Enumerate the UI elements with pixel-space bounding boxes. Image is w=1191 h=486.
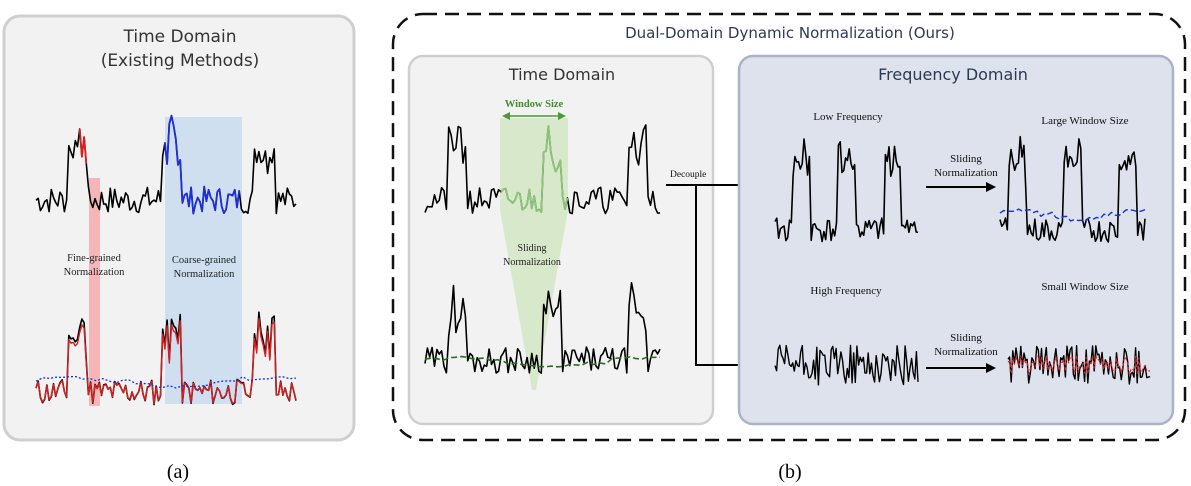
normalized-overlay	[35, 317, 297, 405]
freq-sliding-label-bottom-line1: Sliding	[950, 332, 982, 344]
low-frequency-signal	[774, 138, 919, 243]
large-window-trend	[999, 208, 1146, 222]
fine-grained-highlight	[89, 178, 100, 406]
low-frequency-waveform	[774, 138, 919, 243]
small-window-trend	[1007, 354, 1151, 376]
panel-b-dashed-frame	[391, 12, 1187, 442]
time-domain-normalized-signal	[424, 281, 661, 374]
large-window-waveform	[999, 135, 1146, 243]
low-frequency-label: Low Frequency	[813, 111, 883, 123]
freq-sliding-label-top-line2: Normalization	[934, 167, 998, 179]
time-sliding-label-line2: Normalization	[503, 257, 561, 268]
decouple-label: Decouple	[670, 170, 706, 180]
panel-b-title: Dual-Domain Dynamic Normalization (Ours)	[625, 24, 955, 42]
fine-segment	[78, 128, 88, 164]
large-window-signal	[999, 135, 1146, 243]
fine-grained-label-line1: Fine-grained	[67, 253, 121, 264]
frequency-domain-box	[737, 54, 1175, 426]
fine-grained-label-line2: Normalization	[64, 267, 125, 278]
large-window-label: Large Window Size	[1041, 115, 1128, 127]
high-frequency-waveform	[774, 344, 919, 386]
frequency-domain-title: Frequency Domain	[878, 65, 1028, 84]
coarse-segment	[164, 114, 241, 215]
high-frequency-label: High Frequency	[810, 285, 882, 297]
coarse-grained-label-line1: Coarse-grained	[172, 255, 237, 266]
panel-a-title-line1: Time Domain	[123, 27, 237, 47]
caption-a: (a)	[167, 461, 189, 483]
time-domain-title: Time Domain	[508, 65, 615, 84]
time-trend-line	[424, 355, 661, 368]
sliding-window-band	[500, 118, 568, 390]
time-sliding-label-line1: Sliding	[518, 243, 547, 254]
panel-a-raw-signal	[35, 114, 297, 215]
coarse-grained-label-line2: Normalization	[174, 269, 235, 280]
coarse-trend-line	[35, 375, 297, 389]
panel-a-title-line2: (Existing Methods)	[101, 51, 260, 71]
window-waveform	[500, 125, 569, 214]
small-window-signal	[1007, 345, 1151, 385]
panel-a-normalized-signal	[35, 311, 297, 406]
time-domain-raw-signal	[424, 124, 661, 215]
freq-sliding-label-top-line1: Sliding	[950, 153, 982, 165]
small-window-label: Small Window Size	[1041, 281, 1128, 293]
small-window-waveform	[1007, 345, 1151, 385]
time-normalized-waveform	[424, 281, 661, 374]
freq-sliding-label-bottom-line2: Normalization	[934, 346, 998, 358]
high-frequency-signal	[774, 344, 919, 386]
caption-b: (b)	[778, 461, 801, 483]
window-size-label: Window Size	[505, 99, 564, 110]
